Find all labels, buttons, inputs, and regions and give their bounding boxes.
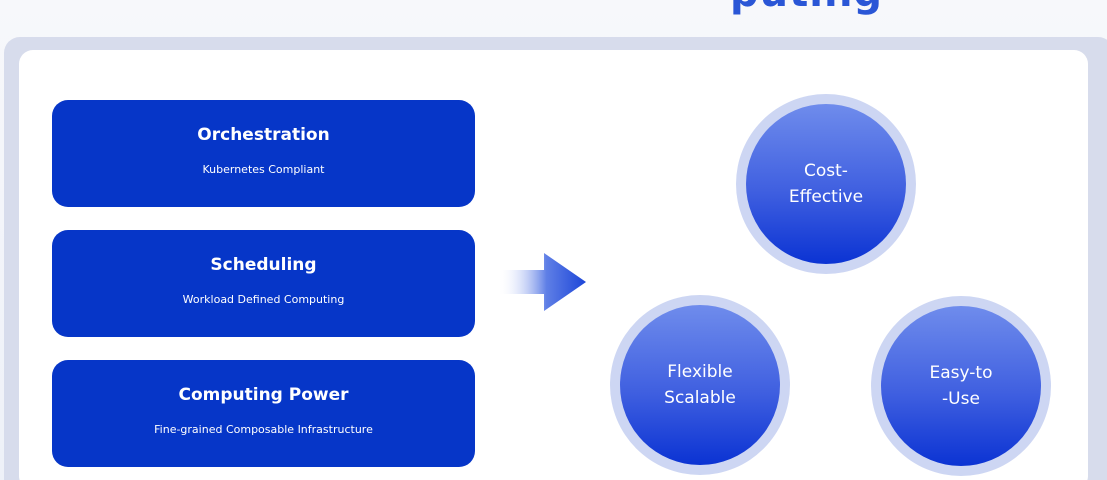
- circle-label: Easy-to -Use: [930, 360, 993, 412]
- flexible-scalable-circle: Flexible Scalable: [610, 295, 790, 475]
- circle-label-line: Cost-: [804, 161, 848, 181]
- circle-label-line: Easy-to: [929, 363, 993, 383]
- circle-label: Flexible Scalable: [664, 359, 736, 411]
- box-subtitle: Fine-grained Composable Infrastructure: [154, 423, 373, 436]
- easy-to-use-circle: Easy-to -Use: [871, 296, 1051, 476]
- box-title: Orchestration: [197, 125, 330, 145]
- circle-fill: Flexible Scalable: [620, 305, 780, 465]
- circle-fill: Easy-to -Use: [881, 306, 1041, 466]
- orchestration-box: Orchestration Kubernetes Compliant: [52, 100, 475, 207]
- arrow-right-icon: [498, 253, 586, 311]
- circle-label-line: Effective: [788, 187, 864, 207]
- circle-label-line: Flexible: [667, 362, 733, 382]
- box-subtitle: Workload Defined Computing: [182, 293, 345, 306]
- circle-label-line: Scalable: [664, 388, 736, 408]
- box-title: Computing Power: [178, 385, 349, 405]
- cost-effective-circle: Cost- Effective: [736, 94, 916, 274]
- computing-power-box: Computing Power Fine-grained Composable …: [52, 360, 475, 467]
- circle-label-line: -Use: [942, 389, 980, 409]
- scheduling-box: Scheduling Workload Defined Computing: [52, 230, 475, 337]
- circle-label: Cost- Effective: [789, 158, 863, 210]
- circle-fill: Cost- Effective: [746, 104, 906, 264]
- box-title: Scheduling: [210, 255, 317, 275]
- box-subtitle: Kubernetes Compliant: [202, 163, 325, 176]
- page-heading: puting: [730, 0, 883, 16]
